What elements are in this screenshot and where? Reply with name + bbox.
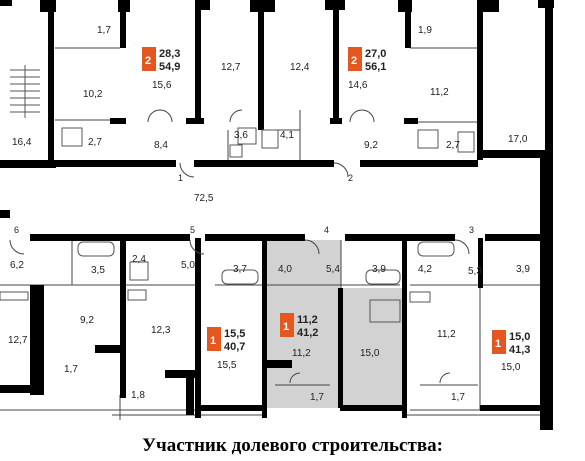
room-area: 3,6 xyxy=(234,130,248,141)
room-area: 10,2 xyxy=(83,89,103,100)
room-area: 1,9 xyxy=(418,25,432,36)
room-area: 4,2 xyxy=(418,264,432,275)
room-area: 9,2 xyxy=(364,140,378,151)
door-marker: 3 xyxy=(469,225,474,235)
room-area: 4,0 xyxy=(278,264,292,275)
room-area: 16,4 xyxy=(12,137,32,148)
room-area: 1,7 xyxy=(97,25,111,36)
room-area: 12,7 xyxy=(221,62,241,73)
staircase xyxy=(10,65,40,118)
total-area: 41,2 xyxy=(297,327,318,339)
room-area: 15,5 xyxy=(217,360,237,371)
room-area: 72,5 xyxy=(194,193,214,204)
apartment-badge: 2 27,0 56,1 xyxy=(348,47,386,73)
living-area: 15,5 xyxy=(224,328,245,340)
door-swings xyxy=(9,109,470,384)
highlighted-apartment-area xyxy=(341,288,403,408)
door-marker: 5 xyxy=(190,225,195,235)
room-area: 5,0 xyxy=(181,260,195,271)
walls xyxy=(0,0,554,430)
room-area: 11,2 xyxy=(437,329,456,340)
room-area: 12,4 xyxy=(290,62,310,73)
room-area: 12,7 xyxy=(8,335,28,346)
room-area: 6,2 xyxy=(10,260,24,271)
room-count-badge xyxy=(280,313,294,337)
room-area: 3,9 xyxy=(516,264,530,275)
room-area: 1,7 xyxy=(310,392,324,403)
living-area: 15,0 xyxy=(509,331,530,343)
door-marker: 2 xyxy=(348,173,353,183)
room-count: 1 xyxy=(283,321,289,333)
room-area: 15,6 xyxy=(152,80,172,91)
room-area: 2,7 xyxy=(88,137,102,148)
room-area: 3,9 xyxy=(372,264,386,275)
room-count-badge xyxy=(207,327,221,351)
fixtures xyxy=(0,127,475,323)
room-area: 1,7 xyxy=(451,392,465,403)
door-marker: 1 xyxy=(178,173,183,183)
room-area: 11,2 xyxy=(292,348,311,359)
living-area: 27,0 xyxy=(365,48,386,60)
door-marker: 6 xyxy=(14,225,19,235)
door-marker: 4 xyxy=(324,225,329,235)
total-area: 56,1 xyxy=(365,61,386,73)
total-area: 54,9 xyxy=(159,61,180,73)
room-area: 11,2 xyxy=(430,87,449,98)
room-area: 9,2 xyxy=(80,315,94,326)
room-area: 15,0 xyxy=(501,362,521,373)
room-area: 14,6 xyxy=(348,80,368,91)
room-area: 8,4 xyxy=(154,140,168,151)
total-area: 40,7 xyxy=(224,341,245,353)
room-area: 4,1 xyxy=(280,130,294,141)
caption: Участник долевого строительства: xyxy=(142,435,443,456)
room-area: 12,3 xyxy=(151,325,171,336)
room-area: 3,7 xyxy=(233,264,247,275)
apartment-badge: 1 11,2 41,2 xyxy=(280,313,318,339)
room-count: 2 xyxy=(145,55,151,67)
living-area: 11,2 xyxy=(297,314,318,326)
room-area: 3,5 xyxy=(91,265,105,276)
room-area: 2,7 xyxy=(446,140,460,151)
room-count-badge xyxy=(492,330,506,354)
room-area: 1,7 xyxy=(64,364,78,375)
room-count: 1 xyxy=(495,338,501,350)
door-markers: 1 2 3 4 5 6 xyxy=(14,173,474,235)
apartment-badge: 2 28,3 54,9 xyxy=(142,47,180,73)
room-area: 15,0 xyxy=(360,348,380,359)
room-area: 5,3 xyxy=(468,266,482,277)
room-count: 1 xyxy=(210,335,216,347)
total-area: 41,3 xyxy=(509,344,530,356)
floor-plan: 1 2 3 4 5 6 16,4 10,2 1,7 2,7 8,4 15,6 1… xyxy=(0,0,554,430)
apartment-badge: 1 15,5 40,7 xyxy=(207,327,245,353)
room-count-badge xyxy=(142,47,156,71)
room-area: 17,0 xyxy=(508,134,528,145)
room-area: 5,4 xyxy=(326,264,340,275)
room-count: 2 xyxy=(351,55,357,67)
room-area: 2,4 xyxy=(132,254,146,265)
apartment-badge: 1 15,0 41,3 xyxy=(492,330,530,356)
room-area: 1,8 xyxy=(131,390,145,401)
room-labels: 16,4 10,2 1,7 2,7 8,4 15,6 12,7 3,6 4,1 … xyxy=(8,25,530,403)
living-area: 28,3 xyxy=(159,48,180,60)
highlighted-apartment-area xyxy=(264,240,341,408)
room-count-badge xyxy=(348,47,362,71)
